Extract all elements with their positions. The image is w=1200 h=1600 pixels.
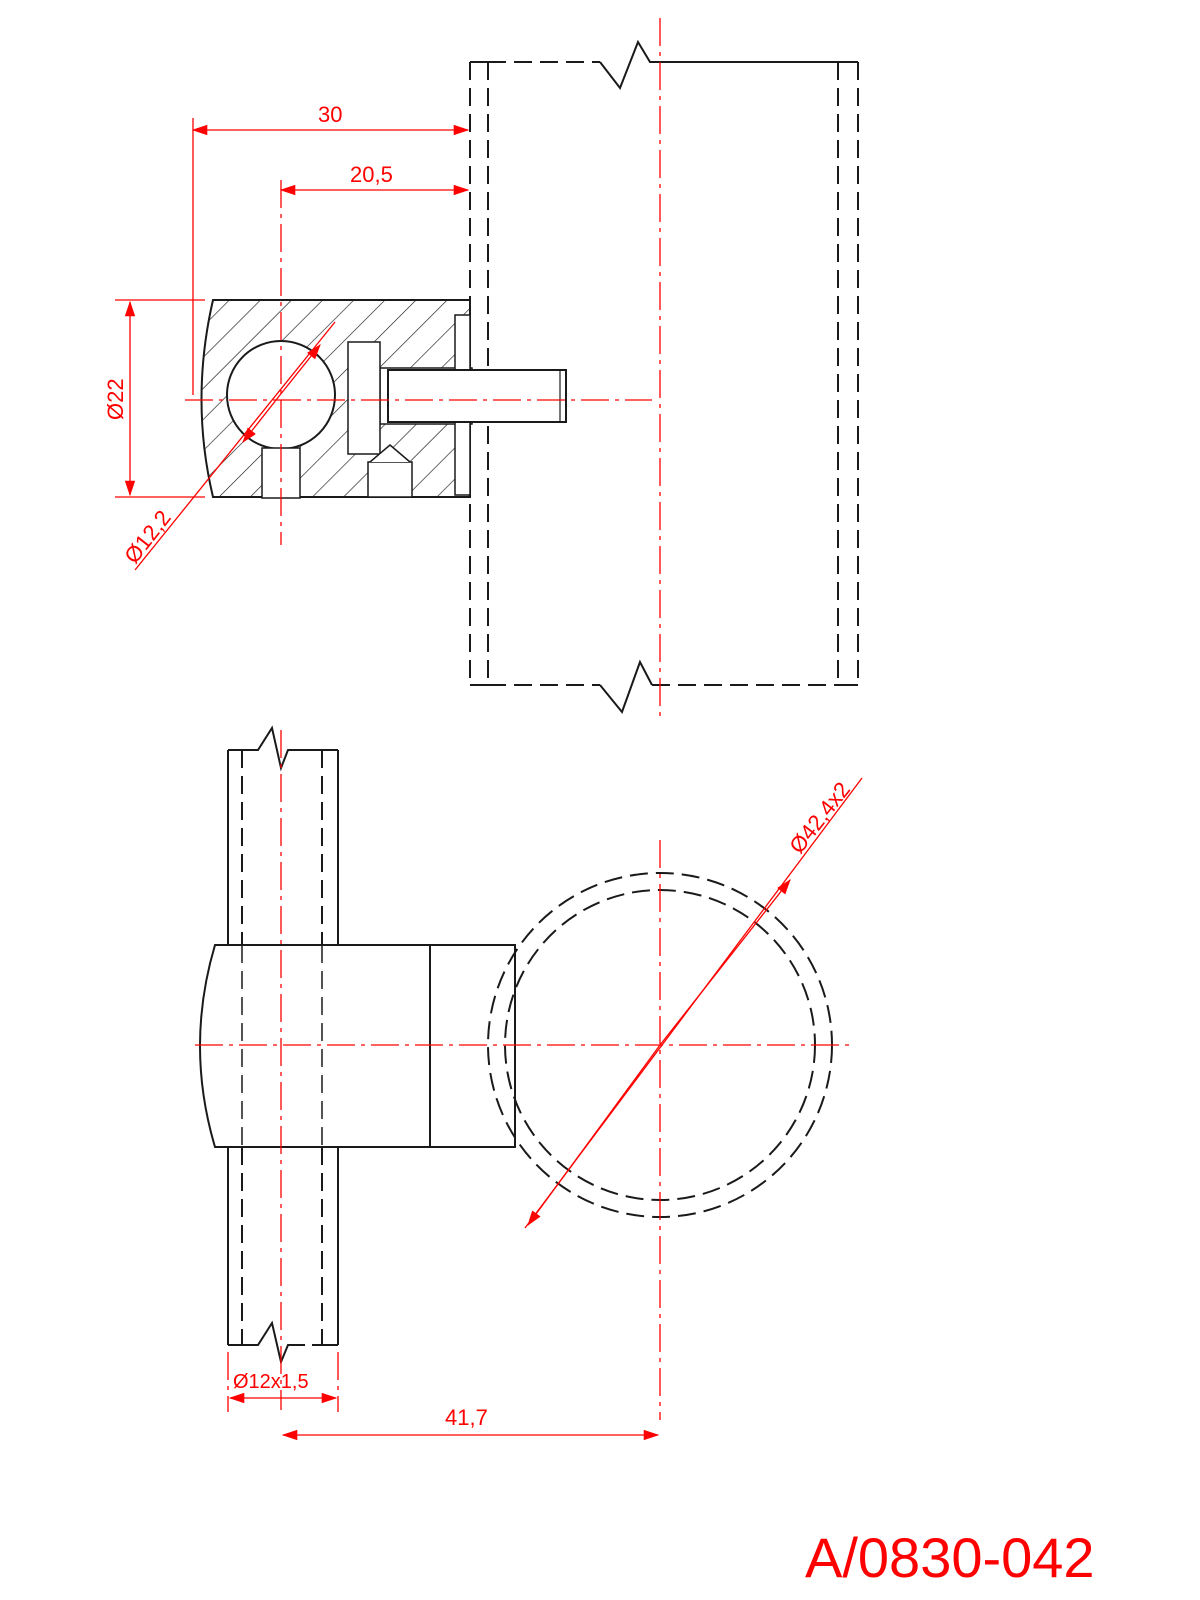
dimension-diameter-22: Ø22 <box>103 299 205 498</box>
dimension-label: 41,7 <box>445 1405 488 1430</box>
dimension-label: 20,5 <box>350 162 393 187</box>
section-view: 30 20,5 Ø22 Ø12,2 <box>103 18 859 720</box>
dimension-label: 30 <box>318 102 342 127</box>
main-tube-dashed <box>469 39 859 715</box>
clamp-body-plan <box>199 944 516 1148</box>
dimension-diameter-42-4: Ø42,4x2 <box>524 777 863 1229</box>
plan-view: Ø42,4x2 Ø12x1,5 41,7 <box>195 725 863 1441</box>
drawing-number: A/0830-042 <box>805 1526 1095 1589</box>
clamp-body-section <box>200 299 567 499</box>
dimension-label: Ø42,4x2 <box>784 777 855 858</box>
dimension-label: Ø12,2 <box>119 505 176 568</box>
dimension-12x1-5: Ø12x1,5 <box>227 1352 339 1412</box>
dimension-20-5: 20,5 <box>279 162 470 196</box>
dimension-41-7: 41,7 <box>281 1405 660 1441</box>
dimension-label: Ø22 <box>103 378 128 420</box>
small-tube-dashed <box>227 725 339 1366</box>
dimension-30: 30 <box>191 102 470 395</box>
dimension-label: Ø12x1,5 <box>233 1371 309 1393</box>
